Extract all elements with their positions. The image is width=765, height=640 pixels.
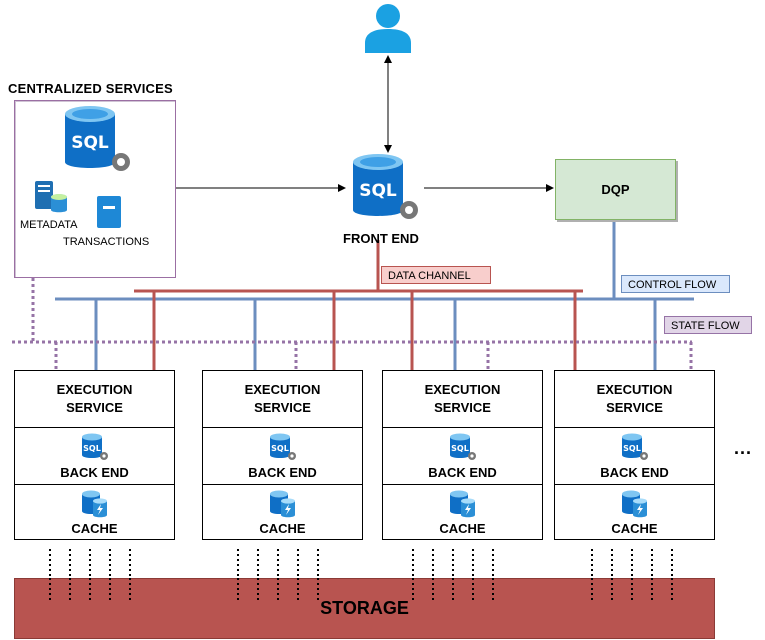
execution-service-title: EXECUTION SERVICE [15, 371, 174, 428]
state-flow-tag: STATE FLOW [664, 316, 752, 334]
sql-database-icon: SQL [622, 433, 648, 460]
execution-service-title: EXECUTION SERVICE [383, 371, 542, 428]
cache-section: CACHE [203, 485, 362, 540]
back-end-label: BACK END [60, 465, 129, 480]
metadata-label: METADATA [20, 219, 78, 231]
back-end-label: BACK END [428, 465, 497, 480]
transactions-icon [97, 196, 121, 228]
user-icon [365, 4, 411, 53]
cache-label: CACHE [611, 521, 658, 536]
execution-node: EXECUTION SERVICE SQL BACK END CACHE [554, 370, 715, 540]
cache-label: CACHE [71, 521, 118, 536]
storage-label: STORAGE [320, 598, 409, 618]
svg-text:SQL: SQL [83, 444, 101, 453]
front-end-label: FRONT END [343, 231, 419, 246]
sql-database-icon: SQL [270, 433, 296, 460]
svg-text:SQL: SQL [623, 444, 641, 453]
cache-database-icon [450, 490, 475, 518]
dqp-label: DQP [601, 182, 630, 197]
front-end-sql-icon: SQL [353, 154, 418, 219]
execution-node: EXECUTION SERVICE SQL BACK END CACHE [202, 370, 363, 540]
svg-text:SQL: SQL [359, 181, 397, 201]
execution-node: EXECUTION SERVICE SQL BACK END CACHE [14, 370, 175, 540]
cache-section: CACHE [15, 485, 174, 540]
svg-text:SQL: SQL [71, 133, 109, 153]
sql-database-icon: SQL [65, 106, 130, 171]
cache-database-icon [270, 490, 295, 518]
cache-section: CACHE [383, 485, 542, 540]
centralized-services-title: CENTRALIZED SERVICES [8, 81, 173, 96]
cache-database-icon [82, 490, 107, 518]
sql-database-icon: SQL [82, 433, 108, 460]
back-end-section: SQL BACK END [383, 428, 542, 485]
data-channel-tag: DATA CHANNEL [381, 266, 491, 284]
back-end-section: SQL BACK END [203, 428, 362, 485]
dqp-box: DQP [555, 159, 676, 220]
metadata-icon [35, 181, 67, 213]
sql-database-icon: SQL [450, 433, 476, 460]
cache-label: CACHE [259, 521, 306, 536]
back-end-section: SQL BACK END [15, 428, 174, 485]
execution-service-title: EXECUTION SERVICE [203, 371, 362, 428]
svg-text:SQL: SQL [451, 444, 469, 453]
execution-node: EXECUTION SERVICE SQL BACK END CACHE [382, 370, 543, 540]
execution-service-title: EXECUTION SERVICE [555, 371, 714, 428]
transactions-label: TRANSACTIONS [63, 236, 150, 248]
back-end-label: BACK END [248, 465, 317, 480]
more-nodes-ellipsis: ... [734, 438, 753, 458]
storage-box: STORAGE [14, 578, 715, 639]
control-flow-tag: CONTROL FLOW [621, 275, 730, 293]
back-end-label: BACK END [600, 465, 669, 480]
cache-section: CACHE [555, 485, 714, 540]
back-end-section: SQL BACK END [555, 428, 714, 485]
cache-database-icon [622, 490, 647, 518]
svg-text:SQL: SQL [271, 444, 289, 453]
cache-label: CACHE [439, 521, 486, 536]
